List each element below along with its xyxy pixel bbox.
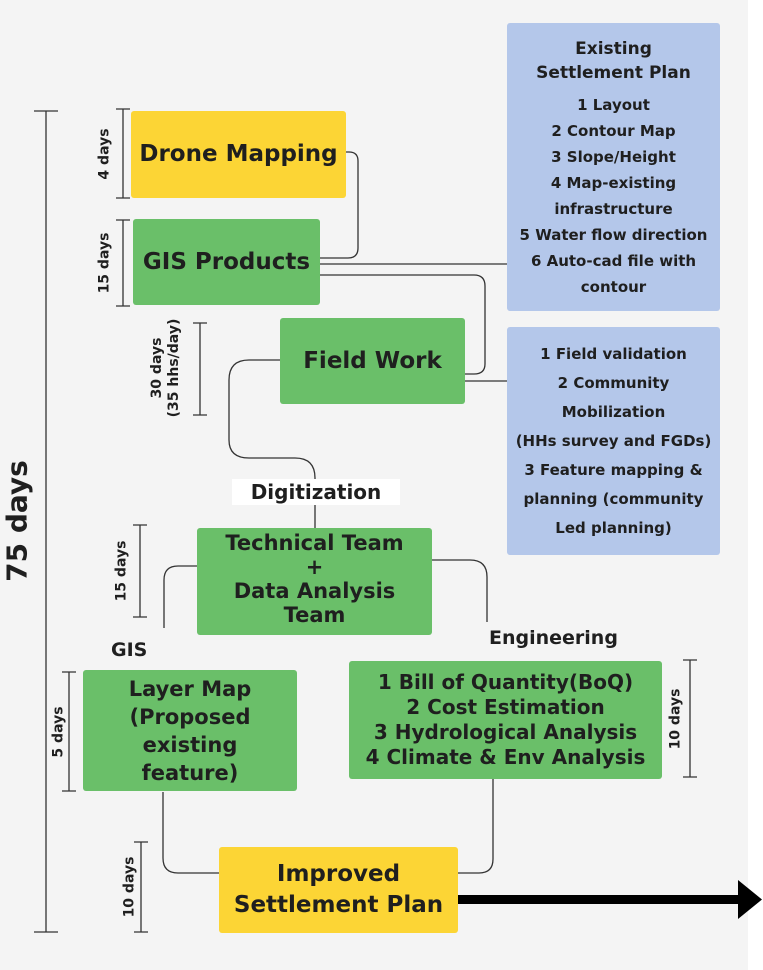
improved-plan-line: Settlement Plan bbox=[233, 892, 444, 918]
existing-plan-item: 6 Auto-cad file with bbox=[530, 252, 697, 270]
gis-products-label: GIS Products bbox=[142, 248, 311, 275]
bracket-drone bbox=[116, 108, 130, 199]
technical-team-line: Technical Team bbox=[225, 531, 404, 555]
connector-gis-field bbox=[320, 274, 486, 375]
existing-plan-item: 2 Contour Map bbox=[551, 122, 676, 140]
bracket-improved bbox=[134, 841, 148, 933]
layer-map-line: existing bbox=[142, 732, 238, 757]
technical-team-box: Technical Team + Data Analysis Team bbox=[197, 528, 432, 635]
field-output-item: 3 Feature mapping & bbox=[524, 460, 703, 479]
field-output-item: (HHs survey and FGDs) bbox=[515, 431, 712, 450]
engineering-task: 2 Cost Estimation bbox=[406, 695, 605, 719]
bracket-total bbox=[34, 110, 58, 933]
bracket-gis-products bbox=[116, 219, 130, 307]
connector-engineering-improved bbox=[458, 779, 494, 874]
field-output-item: Led planning) bbox=[555, 518, 672, 537]
existing-settlement-plan-panel: Existing Settlement Plan 1 Layout 2 Cont… bbox=[507, 23, 720, 311]
duration-field-work-days: 30 days bbox=[149, 337, 165, 399]
output-arrow-head bbox=[738, 880, 762, 919]
field-outputs-panel: 1 Field validation 2 Community Mobilizat… bbox=[507, 327, 720, 555]
connector-technical-engineering bbox=[432, 559, 488, 622]
gis-products-box: GIS Products bbox=[133, 219, 320, 305]
existing-plan-item: 4 Map-existing bbox=[550, 174, 677, 192]
digitization-label: Digitization bbox=[232, 479, 400, 505]
existing-plan-item: infrastructure bbox=[554, 200, 673, 218]
drone-mapping-label: Drone Mapping bbox=[139, 141, 338, 167]
connector-drone-gis bbox=[320, 151, 359, 259]
bracket-layer-map bbox=[62, 671, 76, 792]
total-duration-label: 75 days bbox=[0, 460, 34, 582]
gis-label: GIS bbox=[111, 639, 148, 661]
layer-map-line: (Proposed bbox=[129, 704, 251, 729]
existing-plan-item: 3 Slope/Height bbox=[551, 148, 676, 166]
improved-settlement-plan-box: Improved Settlement Plan bbox=[219, 847, 458, 933]
engineering-task: 3 Hydrological Analysis bbox=[373, 720, 638, 744]
bracket-engineering bbox=[683, 659, 697, 778]
technical-team-line: Team bbox=[283, 603, 346, 627]
duration-drone: 4 days bbox=[96, 128, 113, 180]
duration-gis-products: 15 days bbox=[96, 232, 113, 294]
existing-plan-title: Existing bbox=[575, 39, 652, 59]
duration-improved: 10 days bbox=[121, 856, 138, 918]
engineering-tasks-box: 1 Bill of Quantity(BoQ) 2 Cost Estimatio… bbox=[349, 661, 662, 779]
engineering-task: 1 Bill of Quantity(BoQ) bbox=[377, 670, 634, 694]
existing-plan-title: Settlement Plan bbox=[536, 63, 691, 83]
field-work-box: Field Work bbox=[280, 318, 465, 404]
duration-field-work: 30 days (35 hhs/day) bbox=[149, 319, 183, 418]
layer-map-line: feature) bbox=[141, 760, 239, 785]
engineering-task: 4 Climate & Env Analysis bbox=[365, 745, 646, 769]
technical-team-line: Data Analysis bbox=[233, 579, 396, 603]
bracket-field-work bbox=[193, 322, 207, 416]
bracket-technical bbox=[133, 524, 147, 618]
field-output-item: planning (community bbox=[523, 489, 704, 508]
engineering-label: Engineering bbox=[489, 627, 618, 649]
field-output-item: 1 Field validation bbox=[540, 344, 687, 363]
field-output-item: 2 Community bbox=[557, 373, 670, 392]
drone-mapping-box: Drone Mapping bbox=[131, 111, 346, 198]
layer-map-box: Layer Map (Proposed existing feature) bbox=[83, 670, 297, 791]
output-arrow-shaft bbox=[458, 895, 740, 904]
layer-map-line: Layer Map bbox=[128, 676, 252, 701]
duration-technical: 15 days bbox=[113, 540, 130, 602]
duration-field-work-rate: (35 hhs/day) bbox=[166, 318, 182, 418]
existing-plan-item: 1 Layout bbox=[577, 96, 650, 114]
connector-layer-improved bbox=[162, 792, 219, 874]
connector-field-digitization bbox=[228, 359, 316, 483]
duration-engineering: 10 days bbox=[667, 688, 684, 750]
connector-technical-gis bbox=[163, 565, 197, 628]
field-work-label: Field Work bbox=[303, 347, 442, 374]
page-margin bbox=[748, 0, 763, 970]
technical-team-plus: + bbox=[305, 555, 324, 579]
field-output-item: Mobilization bbox=[561, 402, 666, 421]
improved-plan-line: Improved bbox=[276, 861, 401, 887]
existing-plan-item: contour bbox=[580, 278, 647, 296]
existing-plan-item: 5 Water flow direction bbox=[519, 226, 708, 244]
duration-layer-map: 5 days bbox=[50, 706, 67, 758]
